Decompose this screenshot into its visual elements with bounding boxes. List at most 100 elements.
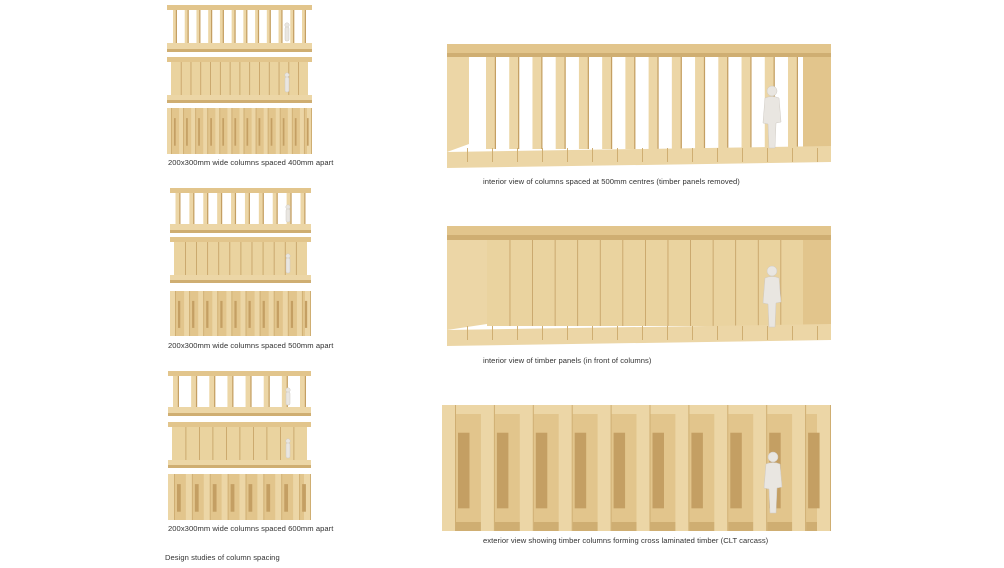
panel-joint (239, 62, 241, 95)
column-edge (311, 108, 312, 154)
column-shadow (293, 10, 295, 43)
floor-joint (792, 148, 793, 162)
column-shadow (727, 57, 729, 149)
column-shadow (187, 10, 189, 43)
timber-column (304, 474, 311, 520)
column-gap-shadow (192, 300, 195, 328)
timber-column (239, 108, 245, 154)
column-shadow (281, 10, 283, 43)
timber-column (219, 10, 224, 43)
column-gap-shadow (458, 432, 470, 509)
floor-edge (170, 230, 311, 233)
floor-joint (542, 326, 543, 340)
panel-joint (295, 242, 297, 275)
timber-column (227, 108, 233, 154)
floor-joint (542, 148, 543, 162)
column-gap-shadow (652, 432, 664, 509)
timber-column (208, 10, 213, 43)
column-shadow (175, 10, 177, 43)
panel-joint (577, 240, 579, 326)
panel-joint (645, 240, 646, 326)
column-shadow (796, 57, 798, 149)
column-shadow (199, 10, 201, 43)
floor-joint (692, 326, 693, 340)
timber-column (221, 474, 229, 520)
panel-joint (210, 62, 211, 95)
column-edge (209, 474, 211, 520)
floor-slab (167, 95, 312, 100)
timber-column (275, 108, 281, 154)
timber-column (239, 474, 247, 520)
column-shadow (207, 193, 209, 224)
panel-joint (240, 242, 242, 275)
timber-column (227, 376, 234, 407)
column-gap-shadow (230, 484, 235, 512)
roof-soffit (447, 53, 831, 57)
timber-column (257, 474, 265, 520)
panel-joint (266, 427, 268, 460)
timber-column (753, 405, 768, 531)
column-edge (291, 108, 293, 154)
column-shadow (262, 193, 264, 224)
floor-joint (742, 326, 743, 340)
column-edge (571, 405, 573, 531)
panel-joint (196, 242, 197, 275)
person-figure (285, 387, 291, 406)
column-shadow (232, 376, 234, 407)
column-edge (231, 108, 233, 154)
floor-edge (167, 49, 312, 52)
timber-column (817, 405, 831, 531)
column-gap-shadow (730, 432, 742, 509)
panel-joint (712, 240, 714, 326)
column-edge (301, 291, 303, 336)
floor-joint (492, 148, 493, 162)
floor-joint (742, 148, 743, 162)
timber-column (255, 10, 260, 43)
person-figure (285, 438, 291, 459)
roof-slab (167, 5, 312, 10)
floor-joint (667, 148, 668, 162)
timber-column (671, 57, 682, 149)
floor-joint (517, 148, 518, 162)
column-edge (727, 405, 729, 531)
column-shadow (750, 57, 752, 149)
right-end-frame (803, 57, 831, 157)
column-shadow (610, 57, 613, 149)
column-gap-shadow (691, 432, 703, 509)
floor-edge (170, 280, 311, 283)
timber-column (305, 291, 311, 336)
column-edge (287, 291, 289, 336)
column-shadow (214, 376, 216, 407)
timber-column (196, 10, 201, 43)
timber-column (602, 57, 613, 149)
timber-column (714, 405, 729, 531)
column-shadow (234, 10, 236, 43)
column-gap-shadow (613, 432, 626, 509)
large-view-1-caption: interior view of columns spaced at 500mm… (483, 177, 740, 186)
panel-joint (251, 242, 253, 275)
floor-slab (167, 43, 312, 49)
column-gap-shadow (194, 484, 199, 512)
study-3-mid-svg (168, 422, 311, 468)
timber-column (675, 405, 690, 531)
column-edge (259, 291, 261, 336)
timber-column (231, 10, 236, 43)
floor-joint (467, 326, 468, 340)
panel-joint (280, 427, 281, 460)
panel-joint (239, 427, 241, 460)
timber-column (203, 108, 209, 154)
timber-column (231, 193, 237, 224)
floor-slab (170, 275, 311, 280)
person-figure (284, 72, 290, 93)
timber-column (266, 10, 271, 43)
floor-slab (168, 460, 311, 465)
floor-slab (447, 146, 831, 168)
column-edge (688, 405, 690, 531)
column-edge (191, 474, 193, 520)
timber-column (532, 57, 543, 149)
column-gap-shadow (270, 118, 273, 146)
column-gap-shadow (282, 118, 285, 146)
column-edge (255, 108, 257, 154)
column-gap-shadow (178, 300, 181, 328)
panel-joint (199, 427, 200, 460)
